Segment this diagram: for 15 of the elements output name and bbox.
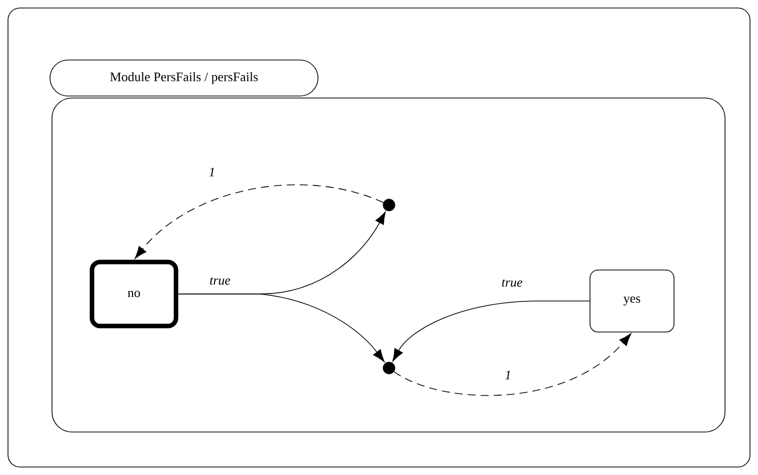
module-label: Module PersFails / persFails — [50, 60, 318, 96]
edge-label: 1 — [504, 370, 512, 380]
arrow — [392, 300, 590, 362]
dashed-arrow — [394, 333, 632, 396]
edge-label: 1 — [208, 166, 216, 178]
state-box: no — [90, 260, 178, 328]
branch-dot — [382, 362, 396, 374]
diagram-frame — [8, 8, 750, 468]
module-box — [52, 98, 726, 432]
branch-dot — [382, 198, 396, 212]
edge-label: true — [500, 278, 524, 288]
edge-label: true — [208, 276, 232, 286]
arrow — [178, 294, 385, 362]
dashed-arrow — [134, 184, 384, 259]
state-box: yes — [590, 270, 674, 332]
